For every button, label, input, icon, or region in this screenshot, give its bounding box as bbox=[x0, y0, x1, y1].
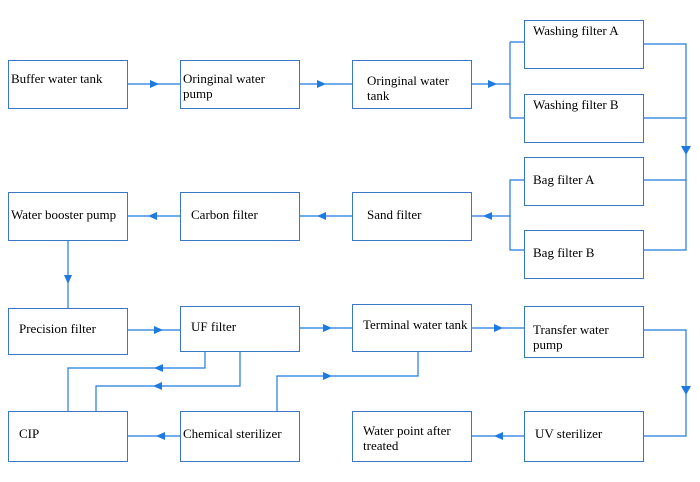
washing-filter-a-box: Washing filter A bbox=[524, 20, 644, 69]
terminal-water-tank-label: Terminal water tank bbox=[363, 317, 468, 332]
carbon-filter-box: Carbon filter bbox=[180, 192, 300, 241]
connector-uf-to-cip-lower bbox=[95, 352, 241, 411]
precision-filter-box: Precision filter bbox=[8, 308, 128, 355]
washing-filter-a-label: Washing filter A bbox=[533, 23, 619, 38]
original-water-tank-label: Oringinal water tank bbox=[367, 73, 449, 103]
terminal-water-tank-box: Terminal water tank bbox=[352, 304, 472, 352]
water-booster-pump-label: Water booster pump bbox=[11, 207, 117, 222]
connector-cip-to-uf-upper bbox=[67, 352, 206, 411]
sand-filter-box: Sand filter bbox=[352, 192, 472, 241]
arrowhead-washing-to-bag-filters bbox=[681, 146, 691, 155]
uf-filter-box: UF filter bbox=[180, 306, 300, 352]
original-water-pump-label: Oringinal water pump bbox=[183, 71, 265, 101]
arrowhead-terminal-to-transfer bbox=[494, 324, 503, 332]
uv-sterilizer-label: UV sterilizer bbox=[535, 426, 603, 441]
arrowhead-transfer-to-uv bbox=[681, 386, 691, 395]
arrowhead-carbon-to-booster bbox=[148, 212, 157, 220]
arrowhead-cip-to-uf-upper bbox=[154, 364, 163, 372]
precision-filter-label: Precision filter bbox=[19, 321, 96, 336]
connector-terminal-to-chemical bbox=[276, 352, 419, 411]
uf-filter-label: UF filter bbox=[191, 319, 237, 334]
uv-sterilizer-box: UV sterilizer bbox=[524, 411, 644, 462]
buffer-water-tank-label: Buffer water tank bbox=[11, 71, 103, 86]
sand-filter-label: Sand filter bbox=[367, 207, 422, 222]
water-booster-pump-box: Water booster pump bbox=[8, 192, 128, 241]
connector-bag-filters-to-sand bbox=[472, 179, 524, 251]
arrowhead-uf-to-terminal bbox=[323, 324, 332, 332]
connector-washing-to-bag-filters bbox=[644, 43, 687, 251]
transfer-water-pump-box: Transfer water pump bbox=[524, 306, 644, 358]
carbon-filter-label: Carbon filter bbox=[191, 207, 258, 222]
buffer-water-tank-box: Buffer water tank bbox=[8, 60, 128, 109]
washing-filter-b-box: Washing filter B bbox=[524, 94, 644, 143]
arrowhead-tank-to-washing-filters bbox=[488, 80, 497, 88]
transfer-water-pump-label: Transfer water pump bbox=[533, 322, 609, 352]
arrowhead-pump-to-tank bbox=[317, 80, 326, 88]
arrowhead-uf-to-cip-lower bbox=[153, 382, 162, 390]
connector-tank-to-washing-filters bbox=[472, 41, 524, 119]
arrowhead-uv-to-water-point bbox=[494, 432, 503, 440]
chemical-sterilizer-label: Chemical sterilizer bbox=[183, 426, 282, 441]
chemical-sterilizer-box: Chemical sterilizer bbox=[180, 411, 300, 462]
bag-filter-b-box: Bag filter B bbox=[524, 230, 644, 279]
arrowhead-sand-to-carbon bbox=[317, 212, 326, 220]
arrowhead-chemical-to-cip bbox=[156, 432, 165, 440]
arrowhead-buffer-to-pump bbox=[150, 80, 159, 88]
bag-filter-b-label: Bag filter B bbox=[533, 245, 595, 260]
bag-filter-a-box: Bag filter A bbox=[524, 157, 644, 206]
water-point-after-treated-label: Water point after treated bbox=[363, 423, 451, 453]
arrowhead-precision-to-uf bbox=[154, 326, 163, 334]
water-point-after-treated-box: Water point after treated bbox=[352, 411, 472, 462]
arrowhead-terminal-to-chemical bbox=[323, 372, 332, 380]
original-water-pump-box: Oringinal water pump bbox=[180, 60, 300, 109]
arrowhead-booster-to-precision bbox=[64, 275, 72, 284]
arrowhead-bag-filters-to-sand bbox=[483, 212, 492, 220]
cip-label: CIP bbox=[19, 426, 40, 441]
original-water-tank-box: Oringinal water tank bbox=[352, 60, 472, 109]
cip-box: CIP bbox=[8, 411, 128, 462]
bag-filter-a-label: Bag filter A bbox=[533, 172, 595, 187]
connector-transfer-to-uv bbox=[644, 329, 687, 437]
washing-filter-b-label: Washing filter B bbox=[533, 97, 619, 112]
